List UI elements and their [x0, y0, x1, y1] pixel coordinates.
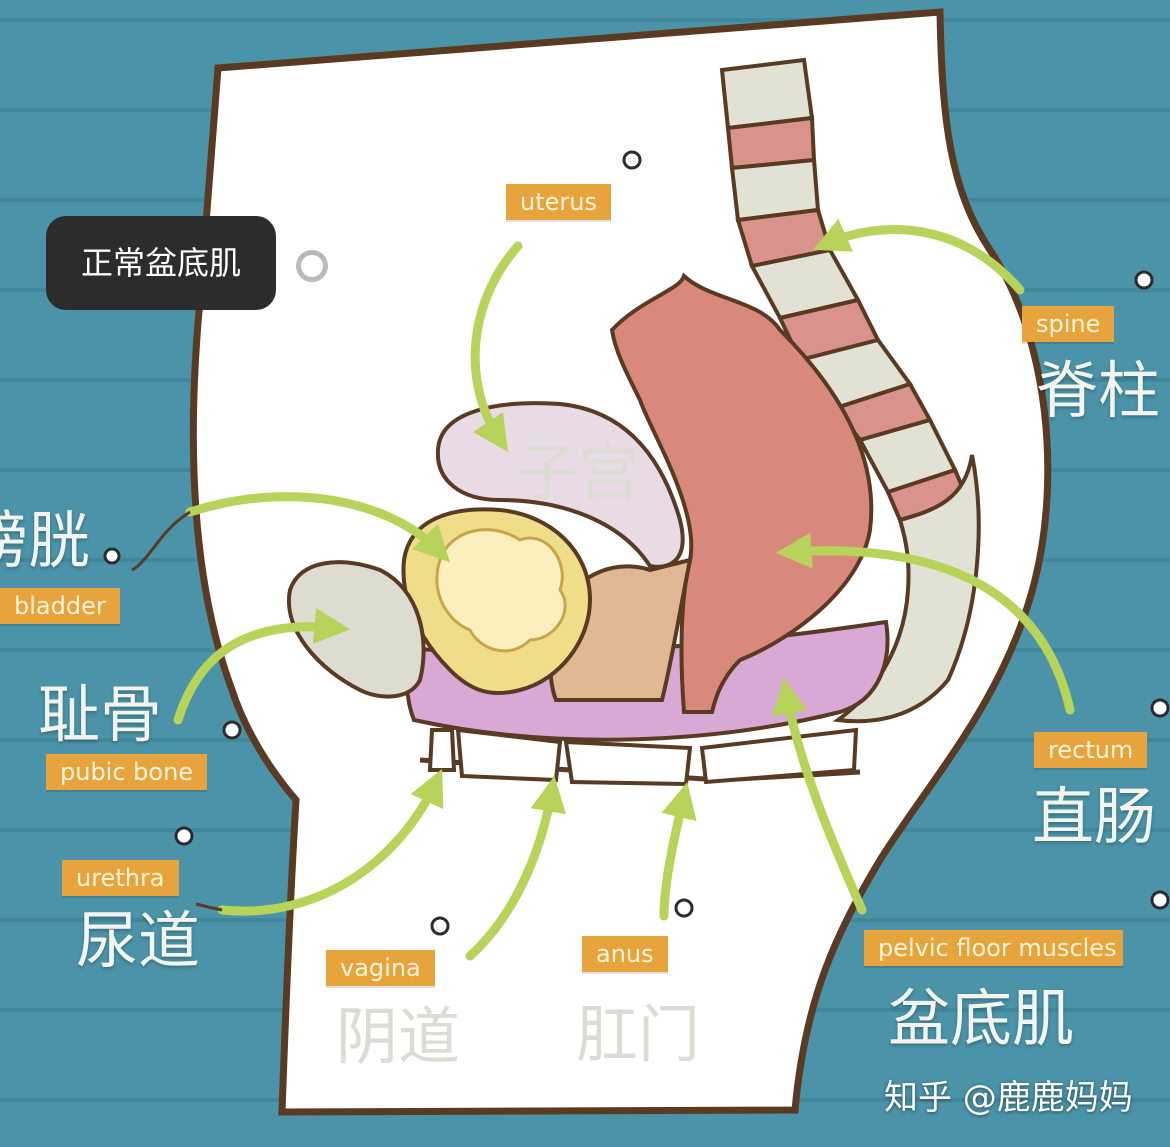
anus-cn-label: 肛门 [576, 998, 701, 1071]
watermark: 知乎 @鹿鹿妈妈 [884, 1078, 1133, 1118]
bladder-tag: bladder [0, 588, 120, 624]
urethra-leader [195, 902, 223, 912]
bladder-cn-label: 膀胱 [0, 504, 91, 577]
pelvic-floor-cn-label: 盆底肌 [888, 982, 1075, 1055]
urethra-cn-label: 尿道 [76, 904, 201, 977]
uterus-cn-label: 子宫 [516, 436, 641, 509]
vagina-cn-label: 阴道 [336, 1000, 461, 1073]
urethra-tag: urethra [62, 860, 179, 896]
bladder-leader [131, 510, 191, 572]
rectum-organ [609, 272, 874, 714]
anus-tag: anus [582, 936, 668, 972]
caption-bubble: 正常盆底肌 [46, 216, 276, 310]
ring-icon [296, 250, 328, 282]
spine-cn-label: 脊柱 [1036, 354, 1161, 427]
uterus-tag: uterus [506, 184, 611, 220]
spine-tag: spine [1022, 306, 1115, 342]
pubic-bone-tag: pubic bone [46, 754, 208, 790]
spine [719, 57, 981, 724]
rectum-cn-label: 直肠 [1032, 780, 1157, 853]
pubic-bone-organ [286, 560, 426, 699]
rectum-tag: rectum [1034, 732, 1148, 768]
pointer-arrows [173, 218, 1075, 961]
bladder-inner [435, 528, 567, 653]
pelvic-floor-tag: pelvic floor muscles [864, 930, 1123, 966]
pubic-bone-cn-label: 耻骨 [38, 678, 163, 751]
label-pins [103, 150, 1170, 936]
vagina-tag: vagina [326, 950, 435, 986]
perineal-openings [427, 727, 859, 787]
